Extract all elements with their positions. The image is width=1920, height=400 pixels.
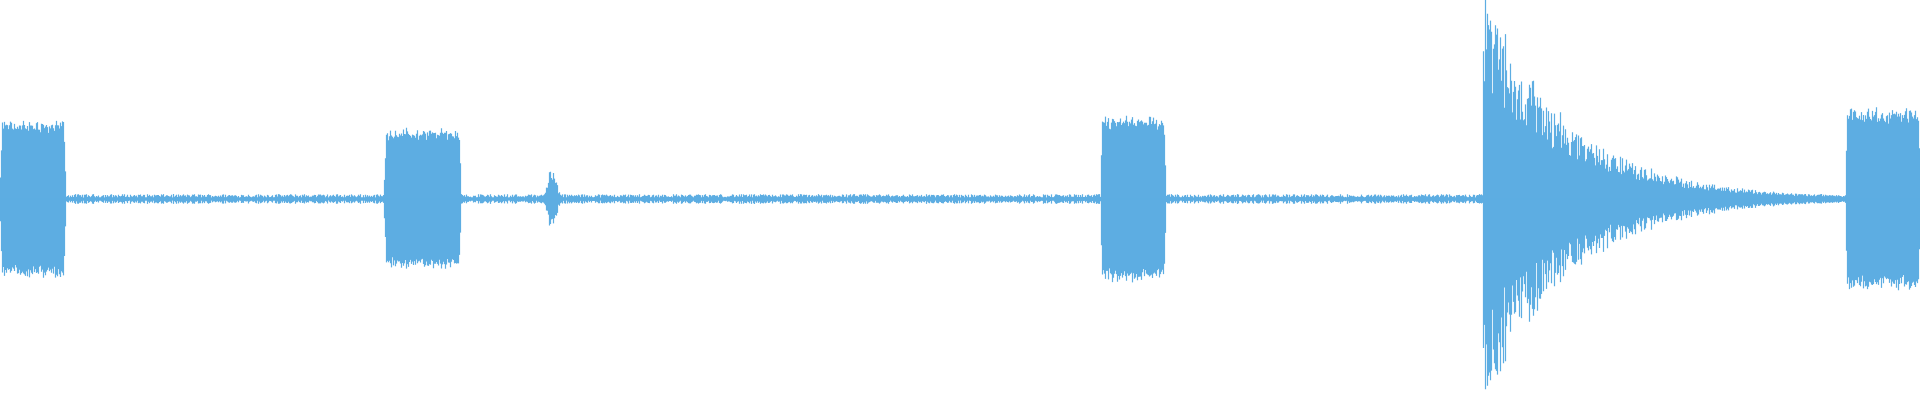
waveform-trace bbox=[0, 0, 1920, 390]
waveform-bars bbox=[0, 0, 1920, 390]
